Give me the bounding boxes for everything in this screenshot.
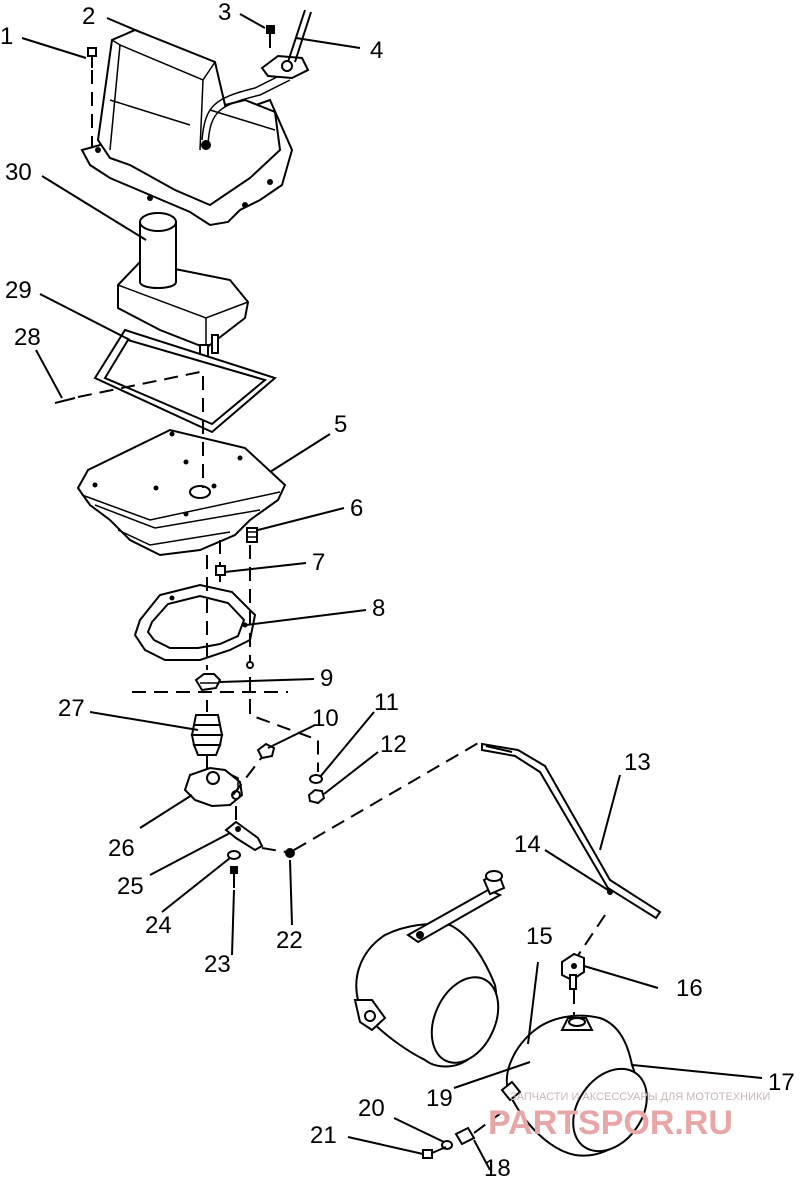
throttle-body-left-part <box>353 870 506 1068</box>
link-part-25 <box>224 820 264 852</box>
plate-part-5 <box>76 376 287 557</box>
link-line <box>261 847 287 853</box>
throttle-body-right-part-17 <box>500 1014 648 1157</box>
screw-part-3 <box>266 25 275 48</box>
screw-part-21 <box>422 1146 447 1159</box>
watermark-logo-text: PARTSPOR.RU <box>488 1104 733 1142</box>
link-line <box>293 741 481 851</box>
fitting-part-16 <box>561 952 585 990</box>
callout-19: 19 <box>426 1085 453 1112</box>
clip-part-14 <box>574 889 613 961</box>
callout-7: 7 <box>312 549 325 576</box>
callout-6: 6 <box>350 495 363 522</box>
screw-part-23 <box>230 866 238 888</box>
callout-23: 23 <box>204 951 231 978</box>
screw-part-7 <box>215 540 226 582</box>
link-line <box>232 756 263 796</box>
callout-4: 4 <box>370 37 383 64</box>
callout-9: 9 <box>320 665 333 692</box>
link-line <box>249 700 319 772</box>
callout-8: 8 <box>372 595 385 622</box>
callout-17: 17 <box>768 1069 795 1096</box>
ball-part-22 <box>285 848 295 858</box>
spring-part-27 <box>190 700 224 756</box>
callout-15: 15 <box>526 923 553 950</box>
callout-25: 25 <box>117 873 144 900</box>
callout-14: 14 <box>514 831 541 858</box>
bushing-part-18 <box>454 1126 476 1146</box>
fitting-part-4 <box>260 9 312 80</box>
watermark-caption: ЗАПЧАСТИ И АКСЕССУАРЫ ДЛЯ МОТОТЕХНИКИ <box>510 1091 770 1103</box>
callout-13: 13 <box>624 749 651 776</box>
callout-10: 10 <box>312 705 339 732</box>
arm-part-26 <box>183 756 244 808</box>
callout-11: 11 <box>374 689 399 716</box>
callout-30: 30 <box>5 159 32 186</box>
callout-28: 28 <box>14 324 41 351</box>
watermark: ЗАПЧАСТИ И АКСЕССУАРЫ ДЛЯ МОТОТЕХНИКИ PA… <box>488 1091 770 1142</box>
callout-16: 16 <box>676 975 703 1002</box>
callout-5: 5 <box>334 411 347 438</box>
callout-3: 3 <box>218 0 231 26</box>
washer-part-24 <box>227 850 241 860</box>
ring-gasket-part-8 <box>133 583 257 661</box>
axis-line <box>473 1109 506 1134</box>
callout-22: 22 <box>276 927 303 954</box>
pin-part-28 <box>54 371 201 404</box>
rod-part-13 <box>481 742 662 920</box>
callout-27: 27 <box>58 695 85 722</box>
nut-part-9 <box>194 673 222 692</box>
callout-24: 24 <box>145 912 172 939</box>
screw-part-1 <box>87 47 97 148</box>
callout-20: 20 <box>358 1095 385 1122</box>
callout-18: 18 <box>484 1155 511 1181</box>
callout-12: 12 <box>380 731 407 758</box>
callout-21: 21 <box>310 1122 337 1149</box>
callout-26: 26 <box>108 835 135 862</box>
callout-leaders <box>21 13 763 1171</box>
nut-part-12 <box>307 788 326 805</box>
callout-29: 29 <box>5 277 32 304</box>
gasket-part-29 <box>93 328 278 434</box>
spring-part-6 <box>246 527 258 543</box>
top-cover-part <box>80 28 294 227</box>
washer-part-11 <box>309 774 323 784</box>
block-part-30 <box>117 212 250 372</box>
callout-2: 2 <box>82 3 95 30</box>
callout-1: 1 <box>0 23 13 50</box>
